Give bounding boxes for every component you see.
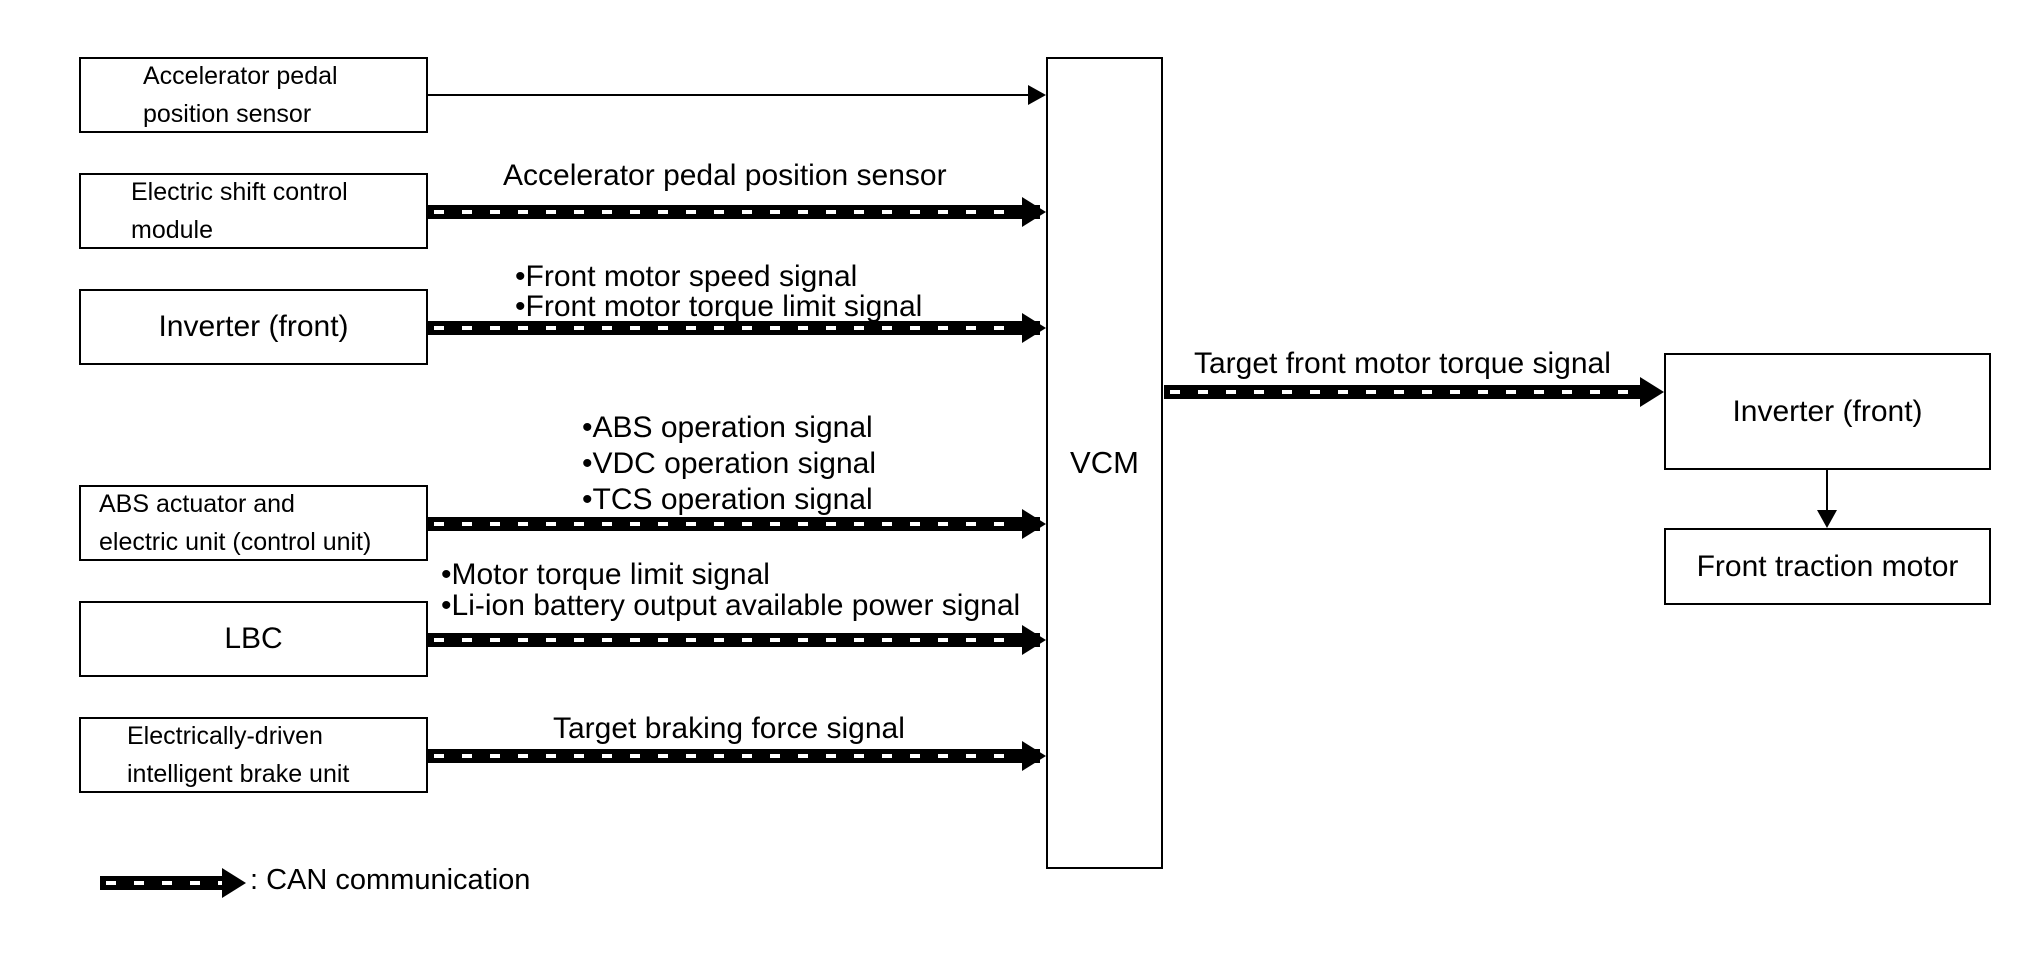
box-inverter-front-input: Inverter (front) — [79, 289, 428, 365]
legend-can-arrow — [100, 868, 246, 898]
box-label-inverter-front-output: Inverter (front) — [1732, 394, 1923, 428]
signal-label-inverter-front: •Front motor speed signal •Front motor t… — [515, 260, 923, 323]
vcm-label: VCM — [1070, 445, 1139, 480]
signal-label-brake: Target braking force signal — [553, 712, 905, 745]
signal-label-abs: •ABS operation signal •VDC operation sig… — [582, 411, 876, 516]
signal-label-escm: Accelerator pedal position sensor — [503, 159, 947, 192]
arrowhead-motor — [1817, 510, 1837, 528]
box-abs-actuator: ABS actuator and electric unit (control … — [79, 485, 428, 561]
box-electric-shift-control-module: Electric shift control module — [79, 173, 428, 249]
box-inverter-front-output: Inverter (front) — [1664, 353, 1991, 470]
signal-label-vcm-out: Target front motor torque signal — [1194, 347, 1611, 380]
box-label-traction-motor: Front traction motor — [1696, 549, 1959, 583]
can-line-inverter-front-in — [428, 313, 1046, 343]
can-line-vcm-out — [1164, 377, 1664, 407]
box-accelerator-pedal-position-sensor: Accelerator pedal position sensor — [79, 57, 428, 133]
box-label-lbc: LBC — [224, 622, 283, 655]
can-line-escm — [428, 197, 1046, 227]
box-label-escm: Electric shift control module — [131, 178, 348, 244]
can-line-lbc — [428, 625, 1046, 655]
arrowhead-apps — [1028, 85, 1046, 105]
box-front-traction-motor: Front traction motor — [1664, 528, 1991, 605]
box-vcm: VCM — [1046, 57, 1163, 869]
signal-label-lbc: •Motor torque limit signal •Li-ion batte… — [441, 558, 1021, 622]
can-line-abs — [428, 509, 1046, 539]
box-label-brake: Electrically-driven intelligent brake un… — [127, 722, 350, 788]
box-label-abs: ABS actuator and electric unit (control … — [99, 490, 372, 556]
legend-label: : CAN communication — [250, 864, 531, 896]
box-label-inverter-front-input: Inverter (front) — [158, 310, 349, 343]
can-line-brake — [428, 741, 1046, 771]
box-brake-unit: Electrically-driven intelligent brake un… — [79, 717, 428, 793]
box-label-apps: Accelerator pedal position sensor — [143, 62, 338, 128]
box-lbc: LBC — [79, 601, 428, 677]
